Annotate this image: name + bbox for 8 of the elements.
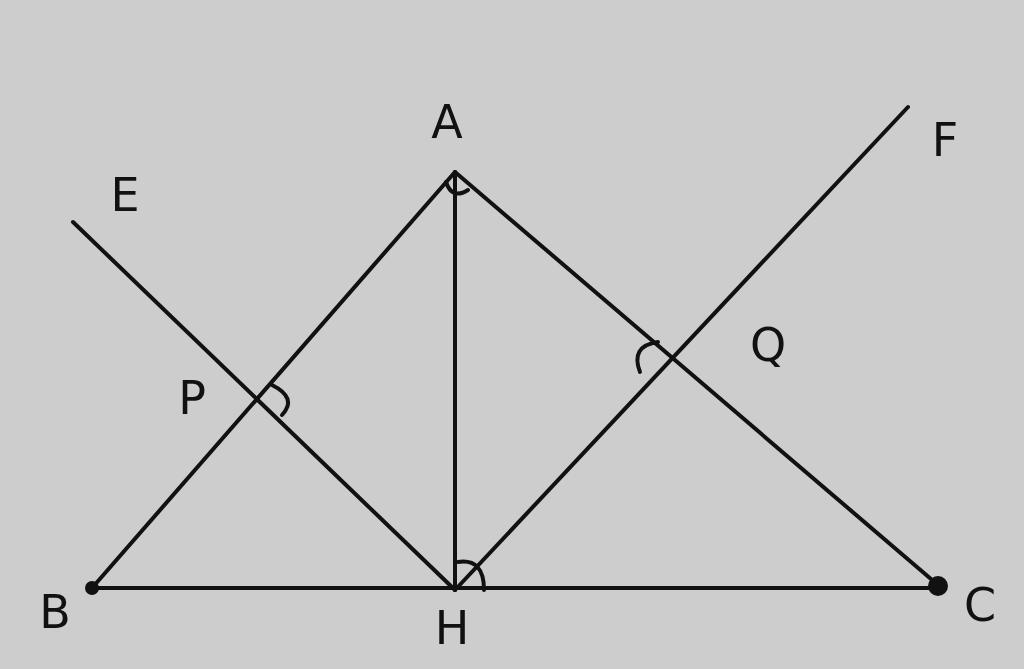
point-label: A (431, 99, 463, 145)
point-label: E (110, 172, 140, 218)
point-label: P (178, 375, 206, 421)
point-label: Q (749, 322, 787, 368)
point-label: C (963, 582, 997, 628)
point-label: B (39, 589, 71, 635)
point-label: H (434, 605, 470, 651)
point-label: F (931, 117, 959, 163)
